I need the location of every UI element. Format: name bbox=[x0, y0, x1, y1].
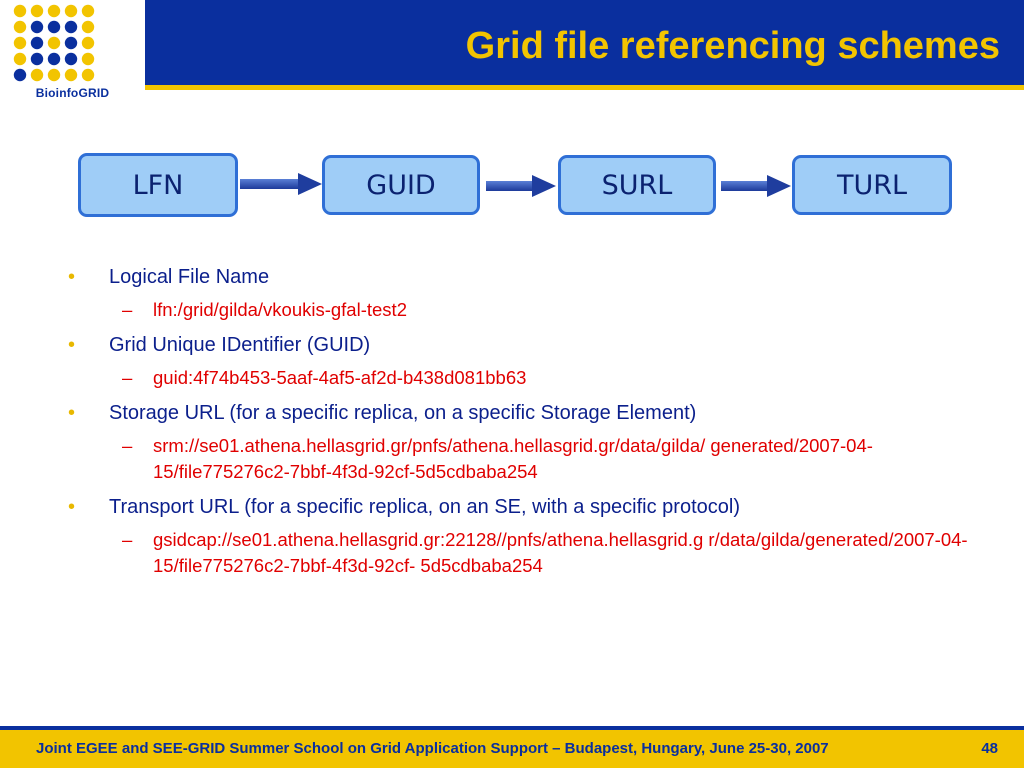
item-text: Logical File Name bbox=[109, 266, 270, 288]
logo-dot bbox=[47, 52, 61, 66]
bullet-icon: • bbox=[68, 266, 76, 288]
logo-dot bbox=[81, 4, 95, 18]
logo-dot bbox=[64, 36, 78, 50]
dash-icon: – bbox=[122, 435, 133, 456]
logo-dot bbox=[81, 20, 95, 34]
page-number: 48 bbox=[981, 740, 998, 757]
item-text: Storage URL (for a specific replica, on … bbox=[109, 402, 697, 424]
flow-box-turl: TURL bbox=[792, 155, 952, 215]
footer-bar: Joint EGEE and SEE-GRID Summer School on… bbox=[0, 730, 1024, 768]
logo-dot bbox=[30, 68, 44, 82]
sub-item-text: guid:4f74b453-5aaf-4af5-af2d-b438d081bb6… bbox=[153, 367, 527, 388]
logo-dot bbox=[64, 68, 78, 82]
arrow-guid-surl bbox=[486, 175, 556, 197]
bullet-icon: • bbox=[68, 334, 76, 356]
logo-dot bbox=[47, 68, 61, 82]
sub-item: – srm://se01.athena.hellasgrid.gr/pnfs/a… bbox=[68, 433, 968, 485]
logo-dot bbox=[30, 52, 44, 66]
footer-rule bbox=[0, 726, 1024, 730]
list-item: • Storage URL (for a specific replica, o… bbox=[68, 397, 968, 429]
dash-icon: – bbox=[122, 299, 133, 320]
sub-item: – gsidcap://se01.athena.hellasgrid.gr:22… bbox=[68, 527, 968, 579]
item-text: Transport URL (for a specific replica, o… bbox=[109, 496, 740, 518]
logo-dot bbox=[81, 36, 95, 50]
list-item: • Grid Unique IDentifier (GUID) bbox=[68, 329, 968, 361]
arrow-surl-turl bbox=[721, 175, 791, 197]
logo-dot bbox=[30, 20, 44, 34]
logo-dot bbox=[81, 68, 95, 82]
flow-box-lfn: LFN bbox=[78, 153, 238, 217]
logo-dot bbox=[13, 20, 27, 34]
logo-dot bbox=[64, 20, 78, 34]
logo: BioinfoGRID bbox=[0, 0, 145, 104]
logo-dot bbox=[64, 4, 78, 18]
logo-dots-icon bbox=[13, 4, 95, 82]
flow-arrows bbox=[240, 173, 791, 197]
flow-box-surl: SURL bbox=[558, 155, 716, 215]
logo-dot bbox=[13, 36, 27, 50]
sub-item: – lfn:/grid/gilda/vkoukis-gfal-test2 bbox=[68, 297, 968, 323]
logo-dot bbox=[30, 4, 44, 18]
logo-dot bbox=[47, 36, 61, 50]
sub-item-text: lfn:/grid/gilda/vkoukis-gfal-test2 bbox=[153, 299, 407, 320]
header-bar: Grid file referencing schemes bbox=[0, 0, 1024, 85]
item-text: Grid Unique IDentifier (GUID) bbox=[109, 334, 371, 356]
sub-item-text: srm://se01.athena.hellasgrid.gr/pnfs/ath… bbox=[153, 435, 873, 482]
list-item: • Logical File Name bbox=[68, 261, 968, 293]
logo-text: BioinfoGRID bbox=[35, 86, 110, 100]
list-item: • Transport URL (for a specific replica,… bbox=[68, 491, 968, 523]
dash-icon: – bbox=[122, 529, 133, 550]
logo-dot bbox=[13, 52, 27, 66]
logo-dot bbox=[13, 4, 27, 18]
logo-dot bbox=[81, 52, 95, 66]
sub-item-text: gsidcap://se01.athena.hellasgrid.gr:2212… bbox=[153, 529, 968, 576]
bullet-icon: • bbox=[68, 496, 76, 518]
bullet-icon: • bbox=[68, 402, 76, 424]
flow-diagram: LFN GUID SURL TURL bbox=[0, 145, 1024, 235]
logo-dot bbox=[13, 68, 27, 82]
page-title: Grid file referencing schemes bbox=[465, 25, 1000, 67]
logo-dot bbox=[30, 36, 44, 50]
flow-box-guid: GUID bbox=[322, 155, 480, 215]
header-rule bbox=[0, 85, 1024, 90]
logo-dot bbox=[47, 4, 61, 18]
footer-text: Joint EGEE and SEE-GRID Summer School on… bbox=[36, 740, 829, 757]
arrow-lfn-guid bbox=[240, 173, 322, 195]
logo-dot bbox=[47, 20, 61, 34]
sub-item: – guid:4f74b453-5aaf-4af5-af2d-b438d081b… bbox=[68, 365, 968, 391]
bullet-list: • Logical File Name – lfn:/grid/gilda/vk… bbox=[68, 255, 968, 579]
dash-icon: – bbox=[122, 367, 133, 388]
logo-dot bbox=[64, 52, 78, 66]
